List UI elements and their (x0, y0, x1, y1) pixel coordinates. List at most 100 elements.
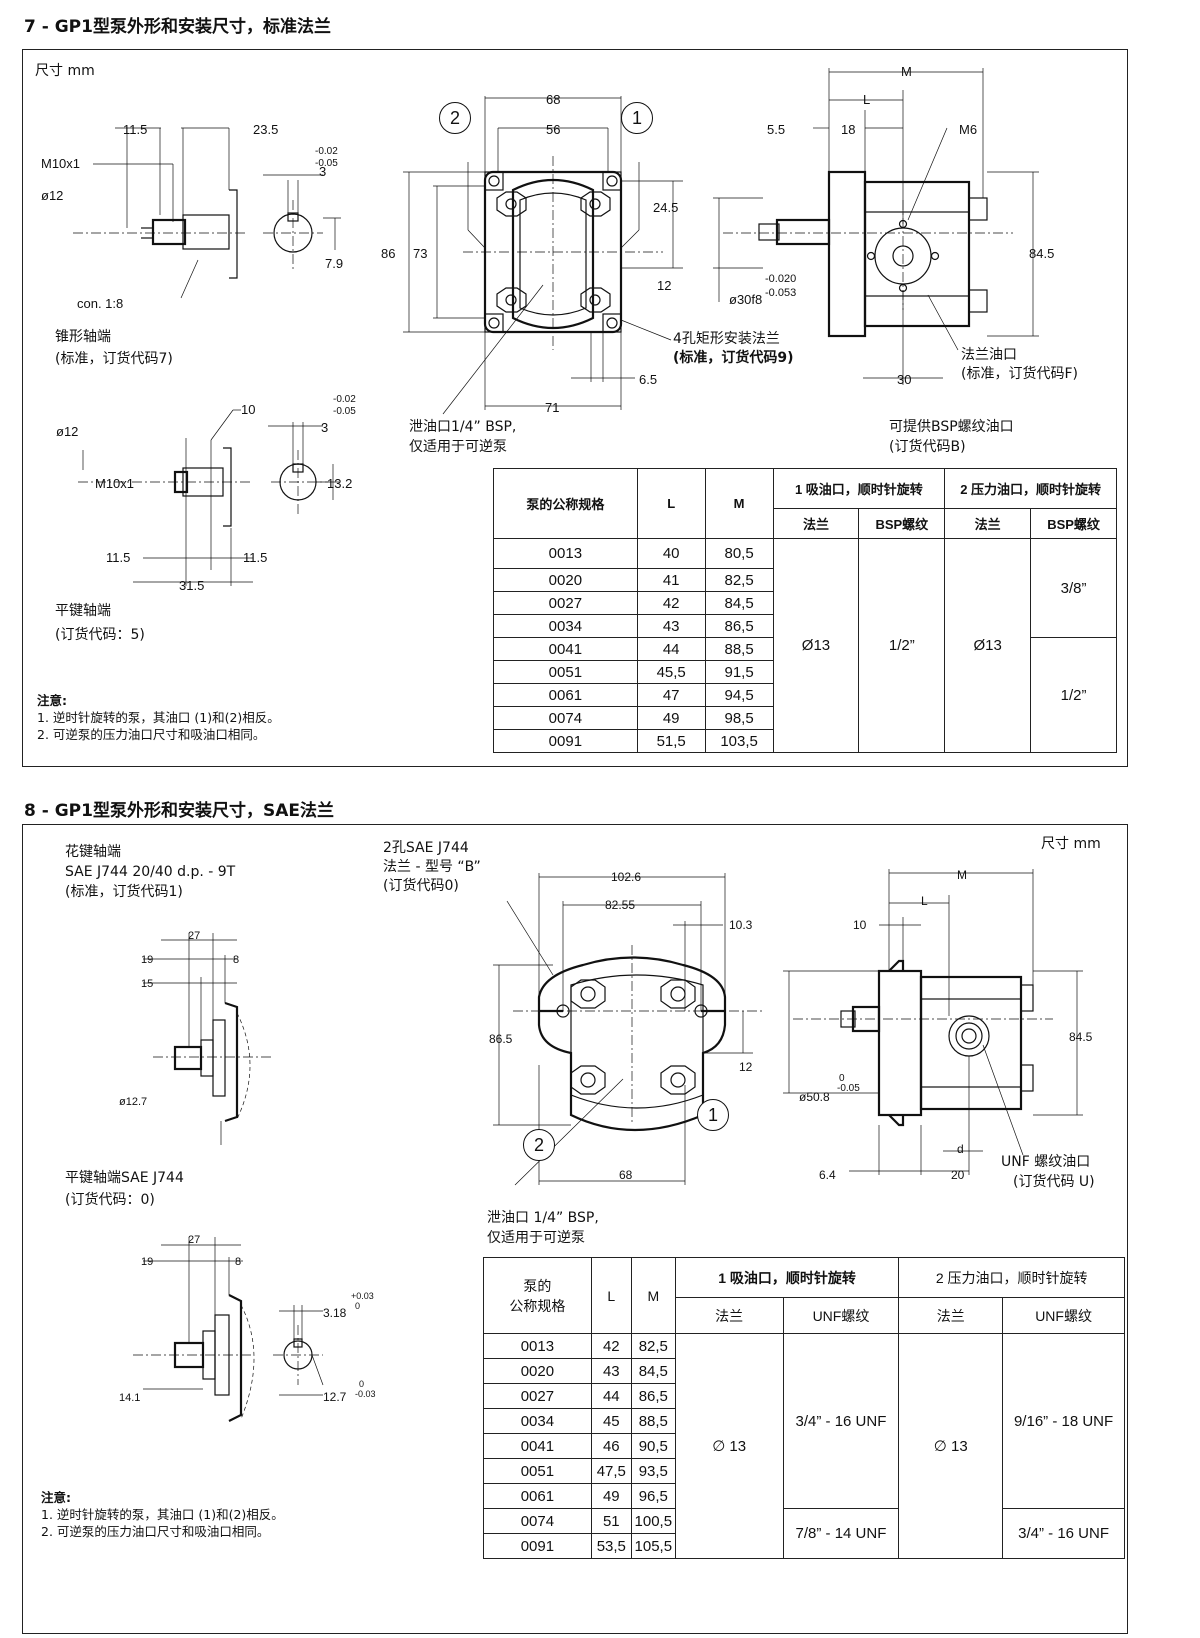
dim-68: 68 (546, 92, 560, 107)
section7-table: 泵的公称规格 L M 1 吸油口，顺时针旋转 2 压力油口，顺时针旋转 法兰 B… (493, 468, 1117, 753)
cell-L: 51,5 (636, 729, 706, 753)
cell-L: 42 (590, 1333, 632, 1359)
tol-b: -0.05 (315, 158, 338, 169)
dim-11-5-left: 11.5 (106, 550, 130, 565)
key-label-1: 平键轴端SAE J744 (65, 1170, 184, 1186)
section8-panel: 27 19 8 15 ø12.7 (22, 824, 1128, 1634)
dim-86: 86 (381, 246, 395, 261)
dim-M: M (901, 64, 912, 79)
dim-L: L (863, 92, 870, 107)
dim-12-7: 12.7 (323, 1390, 347, 1404)
cell-M: 91,5 (704, 660, 774, 684)
tol-m03: -0.03 (355, 1389, 376, 1399)
section7-notes: 注意: 1. 逆时针旋转的泵，其油口 (1)和(2)相反。 2. 可逆泵的压力油… (37, 692, 280, 743)
sae-flange-label-3: (订货代码0) (383, 878, 459, 894)
cell-M: 103,5 (704, 729, 774, 753)
note-2: 2. 可逆泵的压力油口尺寸和吸油口相同。 (37, 727, 266, 742)
dim-10: 10 (241, 402, 255, 417)
bsp-label-2: (订货代码B) (889, 439, 966, 455)
section8-title: 8 - GP1型泵外形和安装尺寸，SAE法兰 (24, 801, 334, 821)
cell-L: 41 (636, 568, 706, 592)
th8-size-2: 公称规格 (509, 1297, 566, 1314)
cell8-in-unf-b: 7/8” - 14 UNF (782, 1508, 900, 1559)
drain-label-1: 泄油口1/4” BSP, (409, 419, 517, 435)
th-in-bsp: BSP螺纹 (858, 508, 946, 539)
cell-M: 96,5 (630, 1483, 676, 1509)
sae-flange-label-2: 法兰 - 型号 “B” (383, 859, 481, 875)
drain8-label-2: 仅适用于可逆泵 (487, 1230, 585, 1246)
dim-18: 18 (841, 122, 855, 137)
th-inlet: 1 吸油口，顺时针旋转 (772, 468, 946, 509)
cell-M: 90,5 (630, 1433, 676, 1459)
cell-M: 82,5 (704, 568, 774, 592)
cell-size: 0013 (493, 538, 638, 569)
section7-units: 尺寸 mm (35, 63, 95, 79)
dim-31-5: 31.5 (179, 578, 204, 593)
section8-drawing: 27 19 8 15 ø12.7 (119, 868, 1093, 1422)
cell-size: 0020 (493, 568, 638, 592)
cell-L: 47 (636, 683, 706, 707)
cell-M: 93,5 (630, 1458, 676, 1484)
cell-out-bsp-b: 1/2” (1030, 637, 1117, 753)
cell-L: 45,5 (636, 660, 706, 684)
taper-shaft-label: 锥形轴端 (55, 329, 111, 345)
dim-20: 20 (951, 1168, 965, 1182)
th8-in-flange: 法兰 (674, 1297, 784, 1334)
dim-o12-key: ø12 (56, 424, 78, 439)
dim-68-sae: 68 (619, 1168, 633, 1182)
th8-outlet: 2 压力油口，顺时针旋转 (898, 1257, 1125, 1298)
cell-L: 40 (636, 538, 706, 569)
cell-L: 44 (636, 637, 706, 661)
section7-title: 7 - GP1型泵外形和安装尺寸，标准法兰 (24, 17, 331, 37)
dim-11-5: 11.5 (123, 122, 147, 137)
dim-19: 19 (141, 954, 153, 966)
cell-L: 53,5 (590, 1533, 632, 1559)
cell-size: 0091 (483, 1533, 592, 1559)
cell-size: 0041 (493, 637, 638, 661)
dim-7-9: 7.9 (325, 256, 343, 271)
port-marker-1-sae: 1 (697, 1099, 729, 1131)
cell-M: 84,5 (704, 591, 774, 615)
flange4-label: 4孔矩形安装法兰 (673, 331, 780, 347)
tol-a-key: -0.02 (333, 394, 356, 405)
dim-o12-7: ø12.7 (119, 1096, 147, 1108)
tol-d: -0.053 (765, 287, 796, 299)
drain-label-2: 仅适用于可逆泵 (409, 439, 507, 455)
note-1: 1. 逆时针旋转的泵，其油口 (1)和(2)相反。 (37, 710, 280, 725)
spline-label-2: SAE J744 20/40 d.p. - 9T (65, 864, 236, 880)
dim-73: 73 (413, 246, 427, 261)
dim-3-18: 3.18 (323, 1306, 347, 1320)
cell-L: 43 (636, 614, 706, 638)
section8-units: 尺寸 mm (1041, 836, 1101, 852)
note8-2: 2. 可逆泵的压力油口尺寸和吸油口相同。 (41, 1524, 270, 1539)
tol-p03: +0.03 (351, 1291, 374, 1301)
cell-M: 82,5 (630, 1333, 676, 1359)
th8-out-unf: UNF螺纹 (1002, 1297, 1125, 1334)
cell-size: 0020 (483, 1358, 592, 1384)
th-size: 泵的公称规格 (493, 468, 638, 539)
cell-size: 0041 (483, 1433, 592, 1459)
drain8-label-1: 泄油口 1/4” BSP, (487, 1210, 599, 1226)
dim-102-6: 102.6 (611, 870, 641, 884)
dim-27: 27 (188, 930, 200, 942)
dim-15: 15 (141, 978, 153, 990)
dim-12-sae: 12 (739, 1060, 753, 1074)
th-out-bsp: BSP螺纹 (1030, 508, 1117, 539)
dim-23-5: 23.5 (253, 122, 278, 137)
cell-size: 0074 (483, 1508, 592, 1534)
cell-out-bsp-a: 3/8” (1030, 538, 1117, 638)
key-label-2: (订货代码：0) (65, 1192, 155, 1208)
cell-L: 49 (636, 706, 706, 730)
cell-in-bsp: 1/2” (858, 538, 946, 753)
cell-L: 44 (590, 1383, 632, 1409)
th8-out-flange: 法兰 (898, 1297, 1004, 1334)
dim-56: 56 (546, 122, 560, 137)
